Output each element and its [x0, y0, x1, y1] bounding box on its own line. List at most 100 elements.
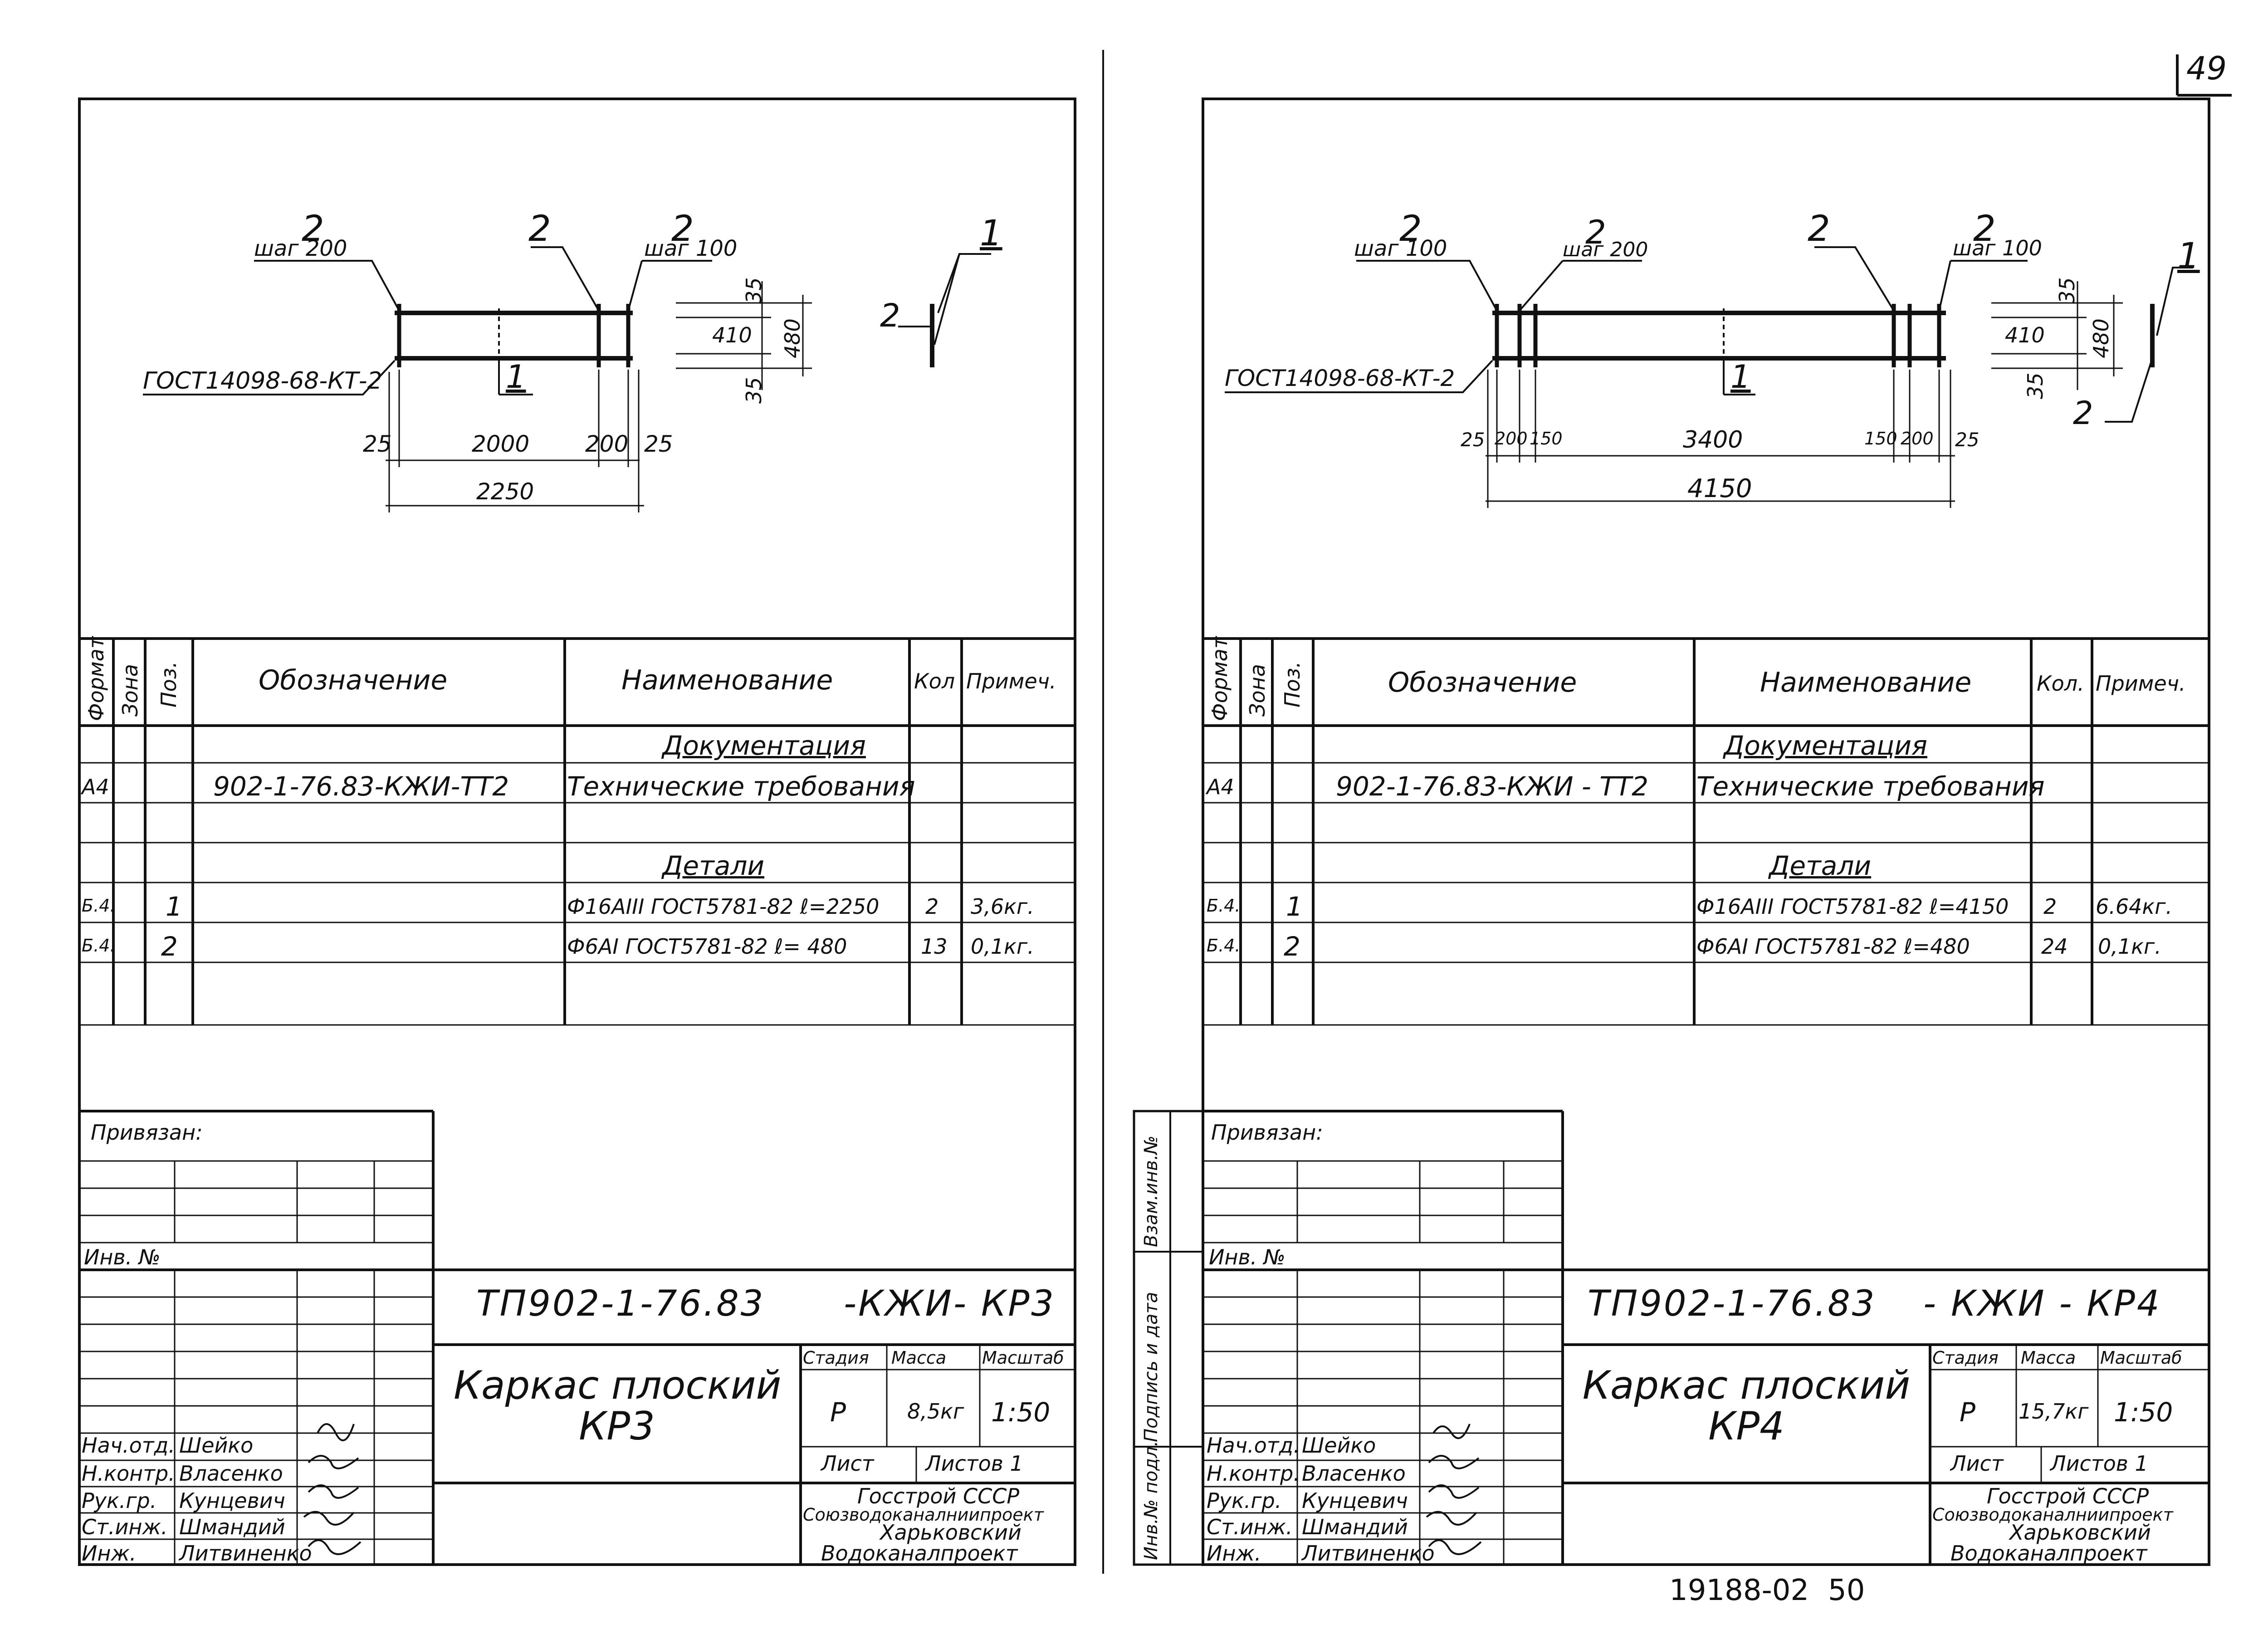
org-line: Водоканалпроект	[821, 1541, 1018, 1566]
section-docs: Документация	[662, 730, 866, 761]
gost-label: ГОСТ14098-68-КТ-2	[143, 367, 382, 395]
col-qty: Кол.	[2037, 671, 2084, 696]
cell-name: Ф6АI ГОСТ5781-82 ℓ=480	[1696, 934, 1970, 959]
dim-label: 25	[644, 431, 673, 457]
cell-note: 0,1кг.	[971, 934, 1034, 959]
col-designation: Обозначение	[1388, 667, 1577, 698]
dim-label: 410	[712, 323, 752, 347]
cell-pos: 2	[161, 931, 178, 962]
cell-note: 0,1кг.	[2098, 934, 2161, 959]
dim-label: 200	[1495, 429, 1528, 449]
section-parts: Детали	[1769, 850, 1872, 881]
scale-value: 1:50	[991, 1397, 1051, 1428]
cell-format: Б.4.	[82, 936, 116, 956]
section-parts: Детали	[662, 850, 765, 881]
drawing-title: Каркас плоский КР3	[454, 1363, 782, 1447]
person: Шмандий	[1302, 1515, 1408, 1539]
role: Рук.гр.	[1207, 1488, 1282, 1513]
dim-total: 4150	[1687, 474, 1752, 503]
col-name: Наименование	[621, 664, 833, 696]
cell-name: Ф6АI ГОСТ5781-82 ℓ= 480	[567, 934, 847, 959]
title-line: Каркас плоский	[1582, 1363, 1911, 1408]
cell-name: Ф16АIII ГОСТ5781-82 ℓ=2250	[567, 894, 880, 919]
pos-label: 1	[2177, 236, 2200, 277]
col-designation: Обозначение	[259, 664, 448, 696]
person: Власенко	[179, 1461, 283, 1486]
section-docs: Документация	[1724, 730, 1927, 761]
role: Инж.	[1207, 1541, 1261, 1566]
title-line: КР4	[1708, 1404, 1784, 1449]
person: Шмандий	[179, 1515, 285, 1539]
cell-pos: 1	[166, 891, 182, 922]
dim-label: 150	[1530, 429, 1563, 449]
pos-label: 1	[506, 358, 526, 395]
cell-designation: 902-1-76.83-КЖИ - ТТ2	[1336, 771, 1649, 802]
role: Нач.отд.	[82, 1433, 175, 1458]
role: Ст.инж.	[82, 1515, 168, 1539]
side-label: Подпись и дата	[1141, 1292, 1162, 1442]
dim-label: 35	[2023, 372, 2048, 399]
dim-label: 150	[1864, 429, 1897, 449]
cell-name: Технические требования	[1696, 771, 2045, 802]
pos-label: 1	[1730, 358, 1751, 395]
step-label: шаг 200	[254, 236, 347, 261]
cell-format: А4	[82, 775, 109, 799]
dim-label: 2000	[472, 431, 530, 457]
org-line: Госстрой СССР	[857, 1484, 1020, 1508]
col-pos: Поз.	[1280, 661, 1305, 707]
person: Кунцевич	[179, 1488, 285, 1513]
dim-label: 3400	[1683, 426, 1743, 454]
cell-format: Б.4.	[1207, 896, 1241, 916]
cell-qty: 2	[2043, 894, 2057, 919]
col-pos: Поз.	[156, 661, 181, 707]
cell-name: Технические требования	[567, 771, 915, 802]
cell-designation: 902-1-76.83-КЖИ-ТТ2	[213, 771, 509, 802]
role: Инж.	[82, 1541, 137, 1566]
dim-total: 2250	[476, 478, 534, 505]
cell-qty: 13	[921, 934, 948, 959]
doc-code: ТП902-1-76.83	[1588, 1283, 1877, 1324]
cell-format: А4	[1207, 775, 1234, 799]
dim-label: 35	[2055, 277, 2079, 304]
side-label: Взам.инв.№	[1141, 1135, 1162, 1247]
role: Ст.инж.	[1207, 1515, 1293, 1539]
mass-label: Масса	[2021, 1348, 2076, 1368]
stage-label: Стадия	[803, 1348, 869, 1368]
title-line: Каркас плоский	[454, 1363, 782, 1408]
pos-label: 2	[302, 209, 324, 249]
cell-pos: 1	[1286, 891, 1303, 922]
person: Литвиненко	[1302, 1541, 1435, 1566]
inv-label: Инв. №	[84, 1245, 161, 1269]
scale-label: Масштаб	[982, 1348, 1064, 1368]
dim-label: 480	[780, 318, 805, 358]
mass-label: Масса	[891, 1348, 947, 1368]
dim-label: 35	[742, 377, 766, 404]
stage-value: Р	[1960, 1397, 1975, 1428]
cell-qty: 2	[925, 894, 939, 919]
col-note: Примеч.	[966, 669, 1056, 693]
gost-label: ГОСТ14098-68-КТ-2	[1225, 365, 1455, 391]
side-label: Инв.№ подл.	[1141, 1440, 1162, 1560]
dim-label: 25	[1955, 429, 1980, 451]
col-zone: Зона	[118, 664, 142, 717]
step-label: шаг 200	[1563, 238, 1648, 261]
step-label: шаг 100	[644, 236, 738, 261]
pos-label: 2	[2073, 395, 2093, 432]
cell-qty: 24	[2041, 934, 2068, 959]
pos-label: 2	[528, 209, 551, 249]
footer-number: 50	[1828, 1574, 1865, 1607]
pos-label: 2	[880, 297, 900, 334]
org-line: Союзводоканалниипроект	[1932, 1505, 2173, 1525]
dim-label: 410	[2005, 323, 2045, 347]
sheets-label: Листов 1	[925, 1451, 1023, 1476]
col-format: Формат	[84, 636, 108, 721]
cell-format: Б.4.	[1207, 936, 1241, 956]
pos-label: 2	[1808, 209, 1830, 249]
person: Шейко	[1302, 1433, 1376, 1458]
cell-pos: 2	[1284, 931, 1300, 962]
col-note: Примеч.	[2096, 671, 2186, 696]
org-line: Водоканалпроект	[1950, 1541, 2147, 1566]
org-line: Харьковский	[880, 1520, 1022, 1545]
role: Н.контр.	[1207, 1461, 1300, 1486]
